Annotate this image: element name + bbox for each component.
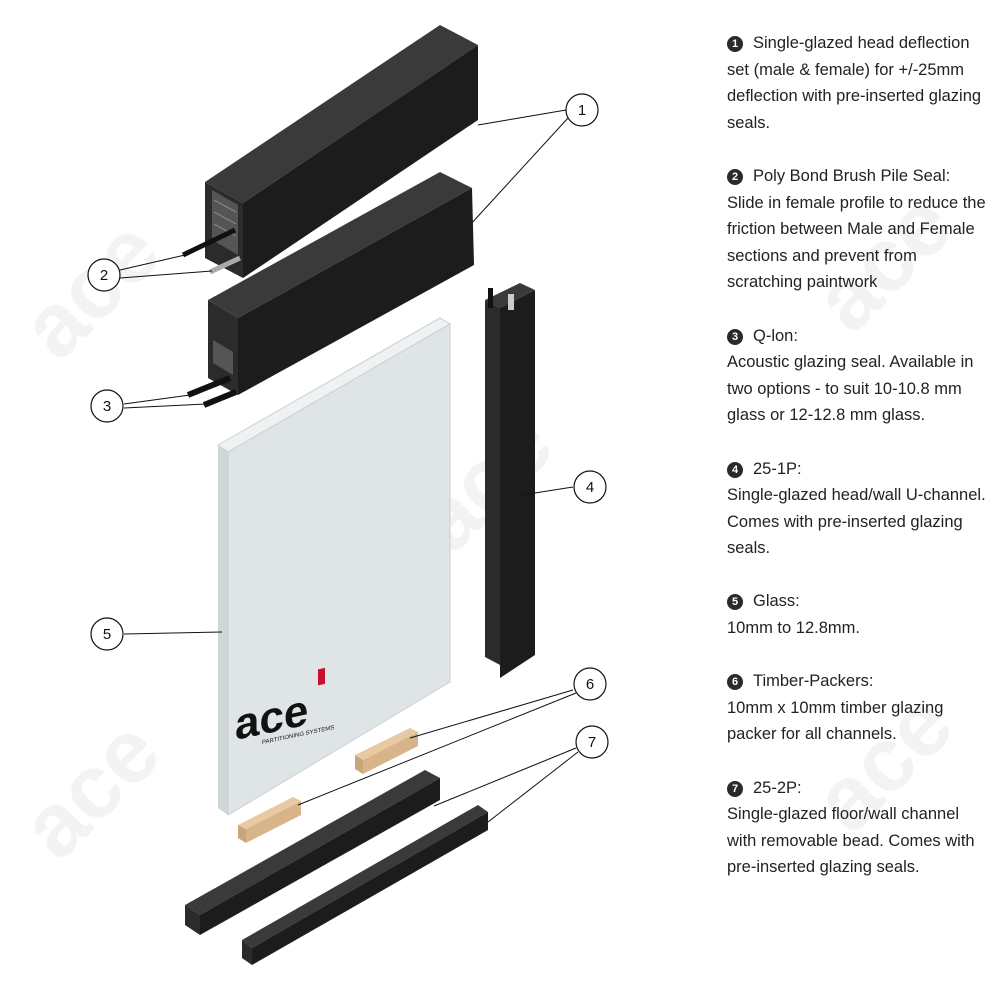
legend-item: 4 25-1P: Single-glazed head/wall U-channe… (727, 456, 992, 562)
head-deflection-male (208, 172, 474, 395)
floor-channel (185, 770, 440, 935)
callout-2: 2 (87, 258, 121, 292)
callout-6: 6 (573, 667, 607, 701)
legend-title-text: Q-lon: (753, 326, 798, 345)
removable-bead (242, 805, 488, 965)
qlon-seals (186, 375, 238, 408)
legend-item: 5 Glass: 10mm to 12.8mm. (727, 588, 992, 641)
legend-body: Single-glazed floor/wall channel with re… (727, 805, 975, 877)
legend-title: 5 Glass: (727, 588, 992, 615)
legend-body: Acoustic glazing seal. Available in two … (727, 353, 974, 425)
callout-4: 4 (573, 470, 607, 504)
legend-item: 3 Q-lon: Acoustic glazing seal. Available… (727, 323, 992, 429)
callout-4-label: 4 (586, 479, 594, 496)
callout-3-label: 3 (103, 398, 111, 415)
u-channel (485, 283, 535, 678)
legend-title: 2 Poly Bond Brush Pile Seal: (727, 163, 992, 190)
head-deflection-female (205, 25, 478, 278)
legend-body: Single-glazed head/wall U-channel. Comes… (727, 486, 986, 558)
logo-mark (318, 667, 325, 686)
glass-panel (217, 317, 451, 816)
leader-lines (119, 109, 579, 823)
legend-title: 6 Timber-Packers: (727, 668, 992, 695)
legend-number-badge: 1 (727, 36, 743, 52)
legend-title-text: Timber-Packers: (753, 672, 874, 691)
callout-5: 5 (90, 617, 124, 651)
legend-title: 3 Q-lon: (727, 323, 992, 350)
legend-title-text: 25-2P: (753, 778, 802, 797)
legend-number-badge: 7 (727, 780, 743, 797)
callout-7-label: 7 (588, 734, 596, 751)
legend-title: 4 25-1P: (727, 456, 992, 483)
legend-number-badge: 5 (727, 594, 743, 611)
legend-number-badge: 4 (727, 461, 743, 478)
legend-title-text: Poly Bond Brush Pile Seal: (753, 166, 951, 185)
watermark-text: ace (2, 201, 179, 378)
callout-1: 1 (565, 93, 599, 127)
legend-number-badge: 3 (727, 328, 743, 345)
callout-6-label: 6 (586, 676, 594, 693)
brush-pile-seals (181, 227, 242, 275)
callout-1-label: 1 (578, 102, 586, 119)
legend-number-badge: 6 (727, 674, 743, 691)
legend-body: 10mm to 12.8mm. (727, 619, 860, 638)
legend-title-text: 25-1P: (753, 459, 802, 478)
callout-7: 7 (575, 725, 609, 759)
legend-body: 10mm x 10mm timber glazing packer for al… (727, 698, 944, 744)
callout-3: 3 (90, 389, 124, 423)
timber-packers (238, 728, 418, 843)
legend-number-badge: 2 (727, 168, 743, 185)
legend-body: Slide in female profile to reduce the fr… (727, 193, 986, 292)
legend-item: 6 Timber-Packers: 10mm x 10mm timber glaz… (727, 668, 992, 748)
watermark-text: ace (2, 701, 179, 878)
legend-item: 2 Poly Bond Brush Pile Seal: Slide in fem… (727, 163, 992, 296)
legend-item: 7 25-2P: Single-glazed floor/wall channel… (727, 775, 992, 881)
legend-title-text: Glass: (753, 592, 800, 611)
legend-title-text: Single-glazed head deflection set (male … (727, 34, 982, 132)
callout-5-label: 5 (103, 626, 111, 643)
callouts: 1 2 3 4 5 6 7 (87, 93, 609, 759)
callout-2-label: 2 (100, 267, 108, 284)
legend-title: 7 25-2P: (727, 775, 992, 802)
